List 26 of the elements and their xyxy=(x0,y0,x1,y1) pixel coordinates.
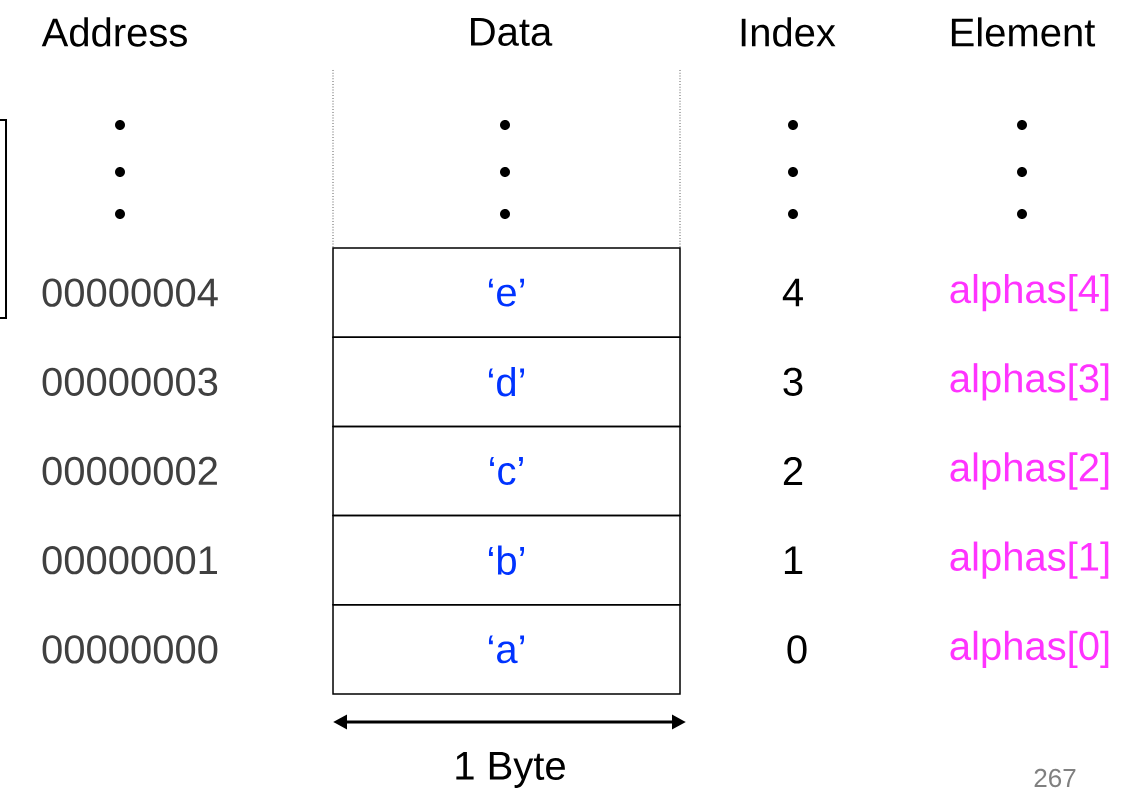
address: 00000004 xyxy=(42,278,218,307)
address: 00000002 xyxy=(42,456,217,486)
element-name: alphas[1] xyxy=(950,541,1109,579)
index-number: 1 xyxy=(784,546,803,574)
page-number: 267 xyxy=(1034,768,1076,788)
index-number: 3 xyxy=(783,367,803,396)
memory-cell: ‘a’ xyxy=(332,604,681,695)
header: Element xyxy=(951,17,1096,47)
address: 00000001 xyxy=(42,546,217,575)
address: 00000000 xyxy=(42,635,218,664)
index-number: 0 xyxy=(787,635,807,664)
element-name: alphas[2] xyxy=(950,452,1109,490)
memory-cell: ‘b’ xyxy=(332,514,681,606)
address: 00000003 xyxy=(42,367,218,396)
header: Index xyxy=(741,17,836,47)
memory-cell: ‘e’ xyxy=(332,247,681,338)
element-name: alphas[3] xyxy=(950,363,1109,401)
memory-cell: ‘d’ xyxy=(332,336,681,428)
element-name: alphas[4] xyxy=(950,273,1109,312)
memory-cell: ‘c’ xyxy=(332,425,681,517)
header: Data xyxy=(471,18,553,46)
dimension-label: 1 Byte xyxy=(456,752,565,788)
header: Address xyxy=(41,17,187,47)
index-number: 2 xyxy=(783,457,803,485)
element-name: alphas[0] xyxy=(950,630,1109,669)
index-number: 4 xyxy=(782,278,803,307)
